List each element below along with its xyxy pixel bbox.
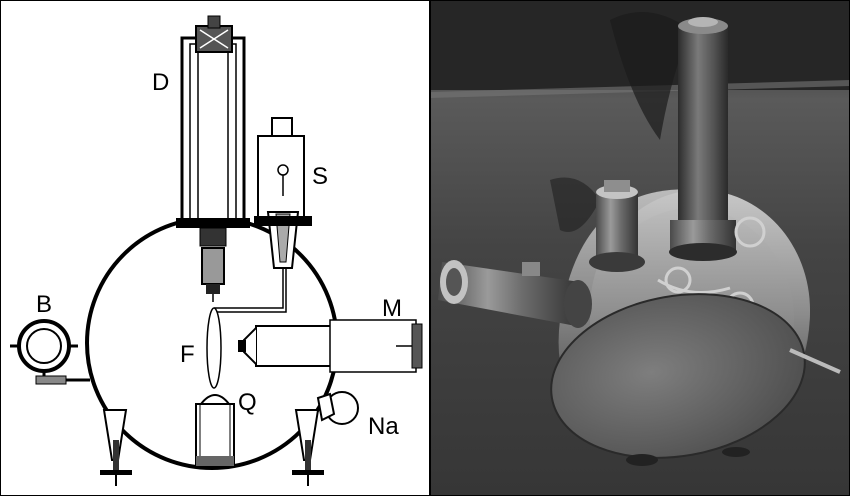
label-s: S [312, 163, 328, 190]
apparatus-photo [430, 0, 850, 496]
bulb-na [316, 391, 359, 425]
tube-d [176, 15, 250, 302]
label-b: B [36, 291, 52, 318]
label-f: F [180, 341, 195, 368]
photo-panel [430, 0, 850, 496]
left-foot [100, 409, 132, 486]
right-foot [292, 409, 324, 486]
lens-f [206, 307, 222, 389]
front-disc [550, 293, 806, 459]
source-s [214, 117, 312, 313]
scope-m [238, 319, 423, 373]
short-cylinder [589, 180, 645, 272]
side-tube [438, 260, 592, 328]
label-na: Na [368, 413, 399, 440]
tall-tube [669, 17, 737, 261]
schematic-drawing: D S B M F Q Na [0, 0, 430, 496]
label-q: Q [238, 389, 257, 416]
schematic-panel: D S B M F Q Na [0, 0, 430, 496]
label-d: D [152, 69, 169, 96]
ring-b [10, 319, 90, 385]
cup-q [195, 394, 235, 467]
side-rod [789, 348, 841, 374]
label-m: M [382, 295, 402, 322]
